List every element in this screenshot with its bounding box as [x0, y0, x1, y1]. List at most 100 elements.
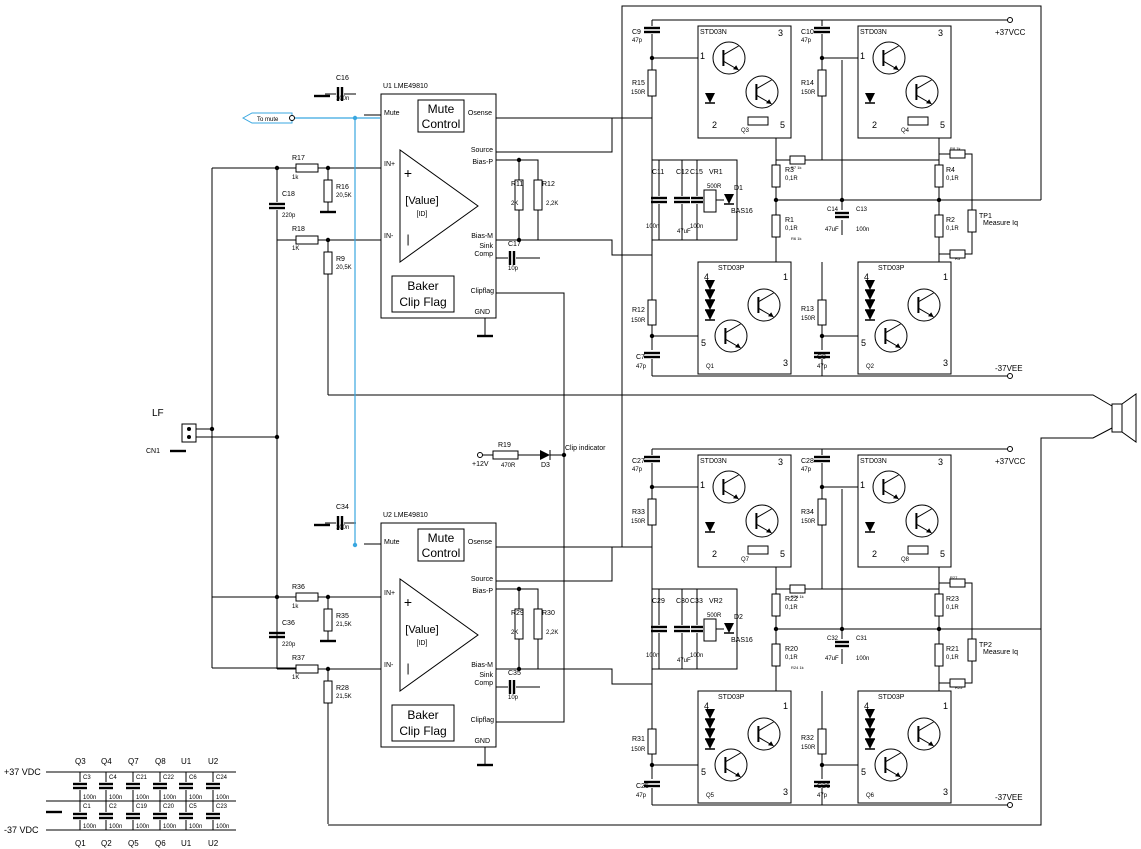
ref: TP2 — [979, 642, 992, 649]
junction — [209, 426, 215, 432]
terminal — [1007, 802, 1013, 808]
transistor-lead — [723, 474, 739, 485]
transistor-lead — [756, 508, 772, 519]
resistor — [771, 214, 781, 238]
val: 470R — [501, 463, 516, 469]
pin — [187, 435, 191, 439]
transistor-ref: Q3 — [741, 128, 750, 134]
val: 100n — [856, 227, 869, 233]
pin: 5 — [780, 549, 785, 559]
val: 100n — [336, 525, 349, 531]
terminal — [477, 452, 483, 458]
val: 100n — [109, 795, 122, 801]
transistor — [907, 717, 941, 751]
pin-label: GND — [474, 738, 490, 745]
pin-label: Osense — [468, 539, 492, 546]
pin-label: Clipflag — [471, 717, 494, 724]
pin: 5 — [940, 120, 945, 130]
ref: R28 — [336, 685, 349, 692]
pin: 2 — [872, 120, 877, 130]
pin-label: Bias-M — [471, 233, 493, 240]
transistor-ref: Q6 — [866, 793, 875, 799]
junction — [325, 237, 331, 243]
ref: D3 — [541, 462, 550, 469]
pin-label: Comp — [474, 680, 493, 687]
mute-control-text: Control — [422, 117, 461, 131]
diode — [865, 93, 875, 103]
label: +12V — [472, 461, 489, 468]
resistor — [789, 155, 806, 165]
op-amp-triangle — [399, 149, 479, 263]
val: 150R — [801, 90, 816, 96]
transistor-arrow — [735, 343, 741, 348]
pin-label: GND — [474, 309, 490, 316]
transistor-arrow — [895, 343, 901, 348]
chip-title: U2 LME49810 — [383, 512, 428, 519]
trimmer — [703, 189, 717, 213]
val: 1k — [292, 175, 299, 181]
diode — [724, 623, 734, 633]
ref: C8 — [817, 354, 826, 361]
ref: C13 — [856, 207, 868, 213]
connector-cn1 — [181, 423, 197, 443]
transistor-arrow — [928, 741, 934, 746]
val: Measure Iq — [983, 220, 1018, 227]
transistor — [872, 470, 906, 504]
val: 2K — [511, 201, 518, 207]
transistor-lead — [756, 79, 772, 90]
diode — [705, 729, 715, 739]
pin-label: Clipflag — [471, 288, 494, 295]
pin — [187, 427, 191, 431]
transistor-lead — [885, 323, 901, 334]
pin-label: Source — [471, 147, 493, 154]
transistor-ref: Q7 — [741, 557, 750, 563]
ref: R20 — [785, 646, 798, 653]
val: 500R — [707, 613, 722, 619]
pin: 4 — [864, 272, 869, 282]
pin: 3 — [938, 457, 943, 467]
junction — [516, 666, 522, 672]
ref: R9 — [336, 256, 345, 263]
ref: C24 — [216, 775, 228, 781]
ref: C10 — [801, 29, 814, 36]
pin: 4 — [704, 272, 709, 282]
diode — [705, 719, 715, 729]
val: 100n — [136, 824, 149, 830]
ref: C6 — [189, 775, 197, 781]
pin: 3 — [943, 787, 948, 797]
resistor — [533, 608, 543, 640]
val: 100n — [163, 795, 176, 801]
val: 0,1R — [946, 176, 959, 182]
resistor — [514, 608, 524, 640]
pin: 1 — [860, 51, 865, 61]
resistor — [934, 593, 944, 617]
transistor-arrow — [893, 65, 899, 70]
diode — [865, 310, 875, 320]
resistor — [323, 251, 333, 275]
resistor — [747, 116, 769, 126]
ref: R2 — [946, 217, 955, 224]
pin-label: Osense — [468, 110, 492, 117]
ref: R4 — [946, 167, 955, 174]
id-text: [ID] — [417, 640, 428, 647]
resistor — [934, 214, 944, 238]
ref: C16 — [336, 75, 349, 82]
resistor — [295, 664, 319, 674]
transistor — [714, 319, 748, 353]
ref: D1 — [734, 185, 743, 192]
wire — [496, 117, 652, 153]
pin: 5 — [940, 549, 945, 559]
resistor — [295, 163, 319, 173]
resistor — [514, 179, 524, 211]
transistor-type: STD03N — [860, 458, 887, 465]
junction — [819, 484, 825, 490]
pin: 1 — [700, 480, 705, 490]
ref: C18 — [282, 191, 295, 198]
wire — [496, 445, 565, 723]
pin-label: Comp — [474, 251, 493, 258]
transistor-type: STD03P — [878, 265, 905, 272]
resistor — [949, 149, 966, 159]
ref: R13 — [801, 306, 814, 313]
ref: R16 — [336, 184, 349, 191]
